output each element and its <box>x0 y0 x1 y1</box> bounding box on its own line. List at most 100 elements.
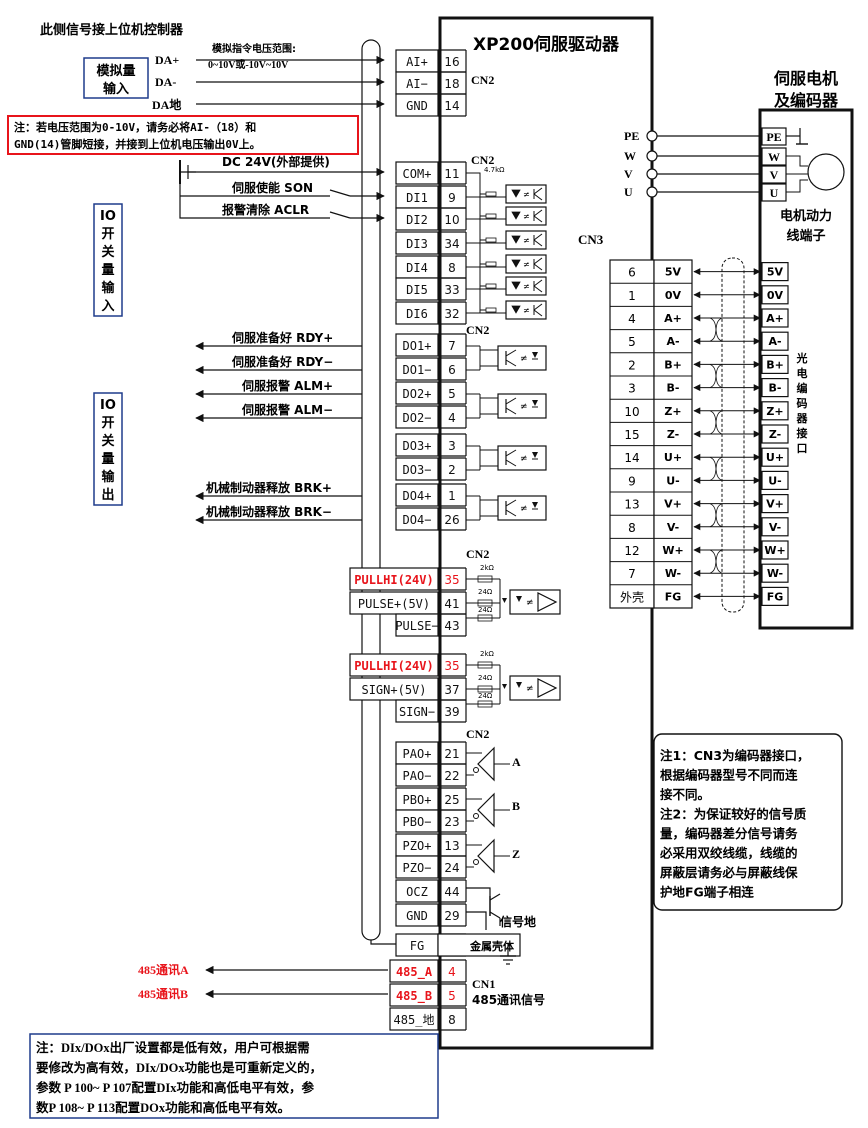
svg-text:A+: A+ <box>766 312 784 325</box>
cn2-pin-number: 8 <box>448 1013 456 1027</box>
do-optocoupler <box>497 445 547 471</box>
cn2-pin-row <box>395 161 439 185</box>
cn2-pin-row <box>395 809 439 833</box>
label-da-plus: DA+ <box>155 53 179 67</box>
cn2-pin-label: DO1+ <box>403 339 432 353</box>
vertical-char: 出 <box>101 487 114 503</box>
encoder-terminal <box>761 470 789 490</box>
cn2-pin-label: AI− <box>406 77 428 91</box>
cn2-pin-label: PBO+ <box>403 793 432 807</box>
svg-text:B-: B- <box>769 382 782 395</box>
cn2-pin-label: DI3 <box>406 237 428 251</box>
svg-text:Z-: Z- <box>769 428 781 441</box>
note1-line: 注2：为保证较好的信号质 <box>660 807 807 822</box>
cn2-pin-label: 485_B <box>396 989 432 1004</box>
cn2-pin-row <box>389 1007 439 1031</box>
analog-range-line1: 模拟指令电压范围: <box>212 42 296 55</box>
note1-box <box>653 733 843 911</box>
cn2-pin-label: PULLHI(24V) <box>354 573 433 587</box>
cn2-pin-number: 25 <box>444 793 459 807</box>
cn2-label-pulse: CN2 <box>466 547 489 561</box>
voltage-note-box <box>7 115 359 155</box>
comm-b-label: 485通讯B <box>138 986 188 1001</box>
cn2-label-do: CN2 <box>466 323 489 337</box>
cn3-pin-name: FG <box>665 590 682 603</box>
encoder-terminal <box>761 378 789 398</box>
cn3-label: CN3 <box>578 232 604 247</box>
encoder-terminal <box>761 494 789 514</box>
svg-text:A-: A- <box>768 335 781 348</box>
svg-text:U+: U+ <box>766 451 784 464</box>
drive-title: XP200伺服驱动器 <box>473 34 620 55</box>
cn2-pin-label: DO4+ <box>403 489 432 503</box>
cn3-pin-number: 1 <box>628 289 636 303</box>
cn2-pin-label: PULLHI(24V) <box>354 659 433 673</box>
encoder-diff-outputs <box>466 746 510 874</box>
cn2-pin-row <box>395 613 439 637</box>
vertical-char: 量 <box>101 452 114 467</box>
do-optocoupler <box>497 393 547 419</box>
svg-text:W: W <box>768 150 780 164</box>
encoder-terminal <box>761 447 789 467</box>
encoder-terminal <box>761 331 789 351</box>
cn3-pin-number: 13 <box>624 498 639 512</box>
svg-text:FG: FG <box>767 590 784 603</box>
cn2-pin-number: 35 <box>444 659 459 673</box>
cn2-pin-number: 35 <box>444 573 459 587</box>
bottom-note-box <box>29 1033 439 1119</box>
vertical-char: 量 <box>101 263 114 278</box>
svg-text:V+: V+ <box>766 498 784 511</box>
cn3-pin-name: W- <box>665 567 681 580</box>
encoder-terminal <box>761 586 789 607</box>
cn2-pin-row <box>395 855 439 879</box>
cn2-pin-row <box>395 405 439 429</box>
cn2-pin-number: 26 <box>444 513 459 527</box>
cn2-pin-number: 14 <box>444 99 459 113</box>
svg-text:≠: ≠ <box>520 504 528 514</box>
cn2-pin-number: 11 <box>444 167 459 181</box>
cn3-pin-name: A- <box>666 335 679 348</box>
cn3-pin-number: 14 <box>624 451 639 465</box>
note1-line: 量，编码器差分信号请务 <box>660 826 798 841</box>
cn3-pin-name: V+ <box>664 498 682 511</box>
cn3-pin-number: 10 <box>624 405 639 419</box>
vertical-char: 光 <box>796 351 808 365</box>
cn2-pin-label: 485_地 <box>394 1013 435 1027</box>
cn3-pin-number: 4 <box>628 312 636 326</box>
cn3-pin-number: 2 <box>628 358 636 372</box>
power-pin-label: V <box>624 167 633 181</box>
cn2-pin-label: OCZ <box>406 885 428 899</box>
di-optocoupler <box>505 230 547 250</box>
cn3-pin-number: 15 <box>624 428 639 442</box>
note1-line: 护地FG端子相连 <box>660 885 754 900</box>
cn2-pin-number: 44 <box>444 885 459 899</box>
cn2-pin-label: DO1− <box>403 363 432 377</box>
bottom-note-line: 注：DIx/DOx出厂设置都是低有效，用户可根据需 <box>36 1040 310 1055</box>
cn2-pin-row <box>395 879 439 903</box>
cn3-pin-name: 5V <box>665 266 682 279</box>
power-pin-label: U <box>624 185 633 199</box>
encoder-cable-shield <box>721 257 745 613</box>
io-output-box <box>93 392 123 506</box>
analog-input-box <box>83 57 149 99</box>
cn2-label-di: CN2 <box>471 153 494 167</box>
cn2-pin-label: DI1 <box>406 191 428 205</box>
cn3-pin-number: 5 <box>628 335 636 349</box>
cn3-pin-number: 9 <box>628 474 636 488</box>
cn2-pin-row <box>395 301 439 325</box>
vertical-char: 接 <box>797 426 808 440</box>
cn2-pin-row <box>395 483 439 507</box>
svg-text:5V: 5V <box>767 266 784 279</box>
cn2-pin-number: 24 <box>444 861 459 875</box>
encoder-terminal <box>761 563 789 583</box>
pulse-optocoupler <box>509 589 561 615</box>
do-optocoupler <box>497 495 547 521</box>
vertical-char: 器 <box>796 412 809 425</box>
cn2-pin-number: 4 <box>448 965 456 979</box>
cn2-pin-number: 4 <box>448 411 456 425</box>
cn3-pin-number: 12 <box>624 544 639 558</box>
comm-signal-label: 485通讯信号 <box>472 992 545 1007</box>
